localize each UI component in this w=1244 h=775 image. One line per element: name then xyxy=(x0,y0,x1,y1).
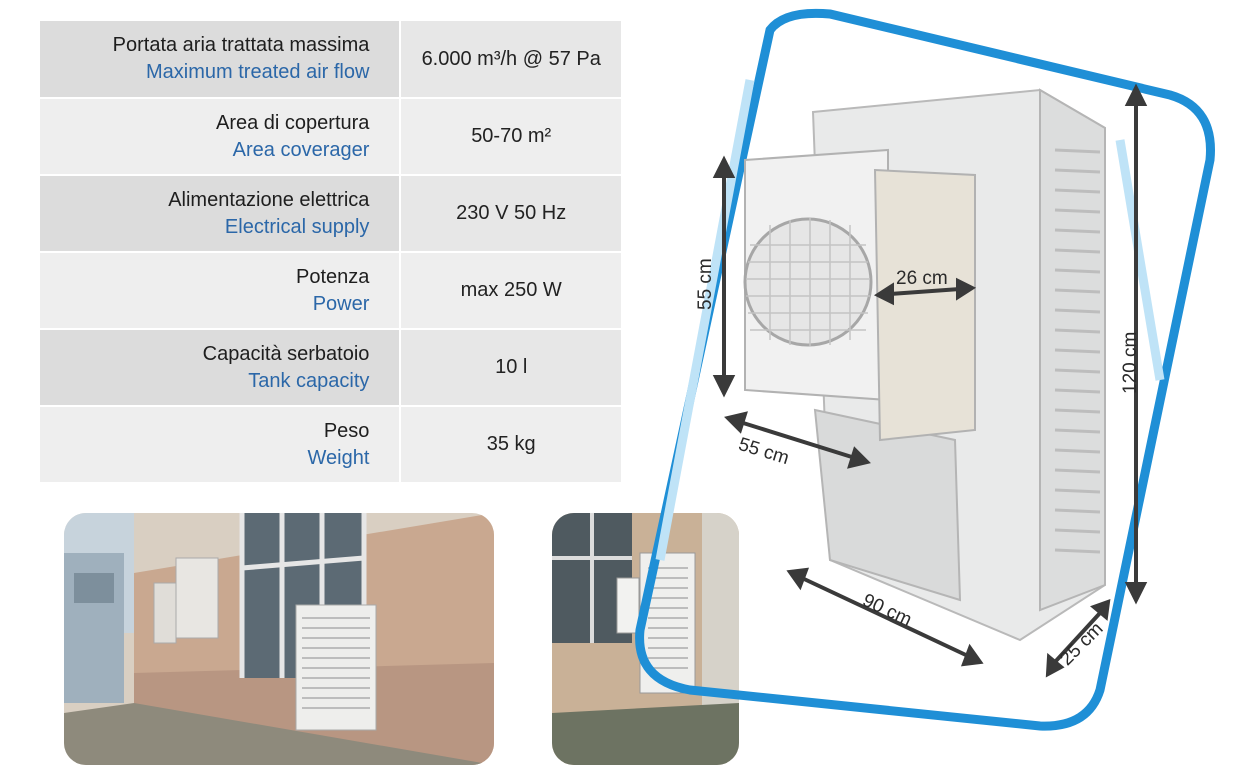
spec-label: Potenza Power xyxy=(40,252,402,330)
spec-label-it: Capacità serbatoio xyxy=(202,342,370,365)
spec-label-en: Area coverager xyxy=(232,138,370,161)
spec-label: Portata aria trattata massima Maximum tr… xyxy=(40,21,402,99)
spec-value: 35 kg xyxy=(400,406,621,484)
spec-label: Area di copertura Area coverager xyxy=(40,98,402,176)
spec-label-it: Potenza xyxy=(296,265,370,288)
installation-photo-side xyxy=(552,513,739,765)
spec-value: 230 V 50 Hz xyxy=(400,175,621,253)
spec-label-en: Power xyxy=(312,292,370,315)
spec-row-coverage: Area di copertura Area coverager 50-70 m… xyxy=(40,98,621,176)
spec-row-tank-capacity: Capacità serbatoio Tank capacity 10 l xyxy=(40,329,621,407)
spec-label-it: Area di copertura xyxy=(216,111,370,134)
spec-label-it: Alimentazione elettrica xyxy=(168,188,370,211)
spec-row-weight: Peso Weight 35 kg xyxy=(40,406,621,484)
spec-value: max 250 W xyxy=(400,252,621,330)
spec-row-electrical-supply: Alimentazione elettrica Electrical suppl… xyxy=(40,175,621,253)
spec-label-en: Maximum treated air flow xyxy=(146,61,370,83)
dim-label-unit-height: 120 cm xyxy=(1120,331,1141,394)
spec-value: 10 l xyxy=(400,329,621,407)
spec-value: 50-70 m² xyxy=(400,98,621,176)
spec-label-en: Tank capacity xyxy=(248,369,370,392)
product-dimension-diagram: 55 cm 26 cm 55 cm 120 cm 90 cm 25 cm xyxy=(600,0,1244,770)
spec-row-power: Potenza Power max 250 W xyxy=(40,252,621,330)
spec-table: Portata aria trattata massima Maximum tr… xyxy=(40,21,621,484)
spec-label-en: Weight xyxy=(307,446,370,469)
installation-photo-building xyxy=(64,513,494,765)
spec-label-it: Portata aria trattata massima xyxy=(112,34,370,56)
dim-label-fan-height: 55 cm xyxy=(695,258,716,310)
product-drawing xyxy=(635,8,1215,731)
dim-label-fan-depth: 26 cm xyxy=(896,268,948,289)
spec-value: 6.000 m³/h @ 57 Pa xyxy=(400,21,621,99)
spec-label-it: Peso xyxy=(323,419,370,442)
spec-label: Alimentazione elettrica Electrical suppl… xyxy=(40,175,402,253)
spec-row-air-flow: Portata aria trattata massima Maximum tr… xyxy=(40,21,621,99)
spec-label-en: Electrical supply xyxy=(224,215,370,238)
spec-label: Capacità serbatoio Tank capacity xyxy=(40,329,402,407)
spec-label: Peso Weight xyxy=(40,406,402,484)
